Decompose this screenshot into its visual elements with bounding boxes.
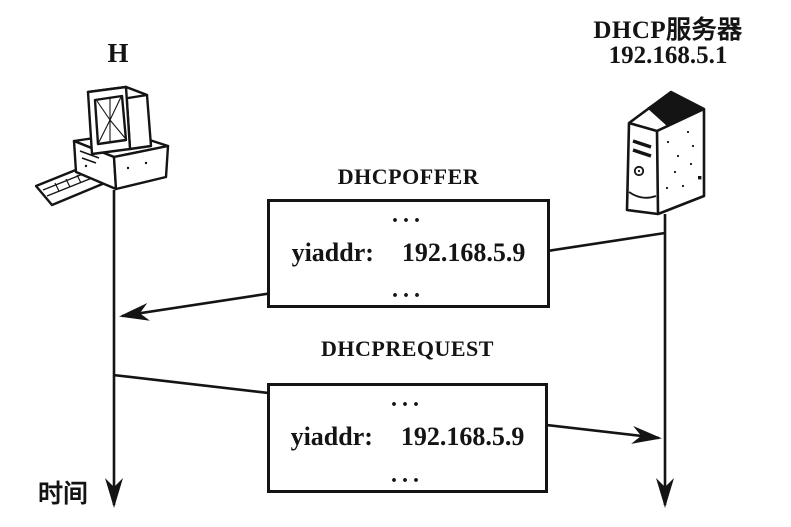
dhcprequest-title: DHCPREQUEST xyxy=(321,336,494,361)
dhcpoffer-ellipsis-bottom: ... xyxy=(392,277,425,303)
host-computer-icon xyxy=(34,85,170,207)
host-label: H xyxy=(107,38,129,68)
dhcprequest-ellipsis-bottom: ... xyxy=(391,462,424,488)
dhcprequest-yiaddr-line: yiaddr: 192.168.5.9 xyxy=(291,422,525,452)
dhcpoffer-ellipsis-top: ... xyxy=(392,202,425,228)
dhcprequest-yiaddr-field: yiaddr: xyxy=(290,422,373,451)
dhcprequest-message-box: ... yiaddr: 192.168.5.9 ... xyxy=(267,383,548,493)
dhcpoffer-message-box: ... yiaddr: 192.168.5.9 ... xyxy=(267,199,550,308)
dhcprequest-yiaddr-value: 192.168.5.9 xyxy=(400,422,525,451)
dhcpoffer-yiaddr-field: yiaddr: xyxy=(291,237,374,267)
dhcpoffer-title: DHCPOFFER xyxy=(337,164,480,189)
server-name-label: DHCP服务器 xyxy=(593,17,743,44)
dhcpoffer-yiaddr-value: 192.168.5.9 xyxy=(401,237,526,267)
server-tower-icon xyxy=(625,90,706,216)
dhcprequest-ellipsis-top: ... xyxy=(391,386,424,412)
server-ip-label: 192.168.5.1 xyxy=(608,42,728,69)
dhcpoffer-yiaddr-line: yiaddr: 192.168.5.9 xyxy=(292,238,526,268)
time-axis-label: 时间 xyxy=(38,481,89,508)
